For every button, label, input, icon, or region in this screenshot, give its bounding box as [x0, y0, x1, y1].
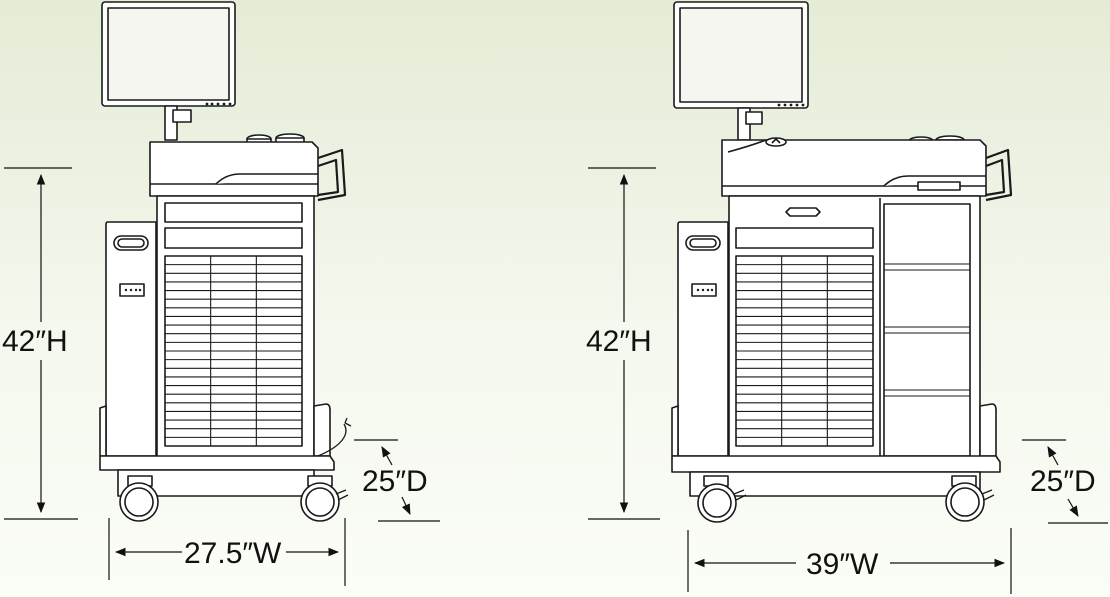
side-handle [985, 148, 1013, 202]
bumper-right [979, 403, 997, 457]
monitor [673, 1, 809, 109]
narrow-cart-dimensions [4, 167, 440, 586]
width-label: 39″W [806, 548, 879, 581]
bumper-left [99, 405, 107, 457]
wide-cart [671, 1, 1013, 523]
height-label: 42″H [586, 325, 652, 358]
main-cabinet [156, 195, 315, 459]
monitor-arm [164, 105, 192, 141]
side-storage-bin [677, 221, 729, 457]
cart-base [671, 455, 1001, 497]
monitor-arm [737, 107, 763, 141]
side-storage-bin [105, 221, 157, 457]
caster-right [945, 475, 995, 522]
side-drawer-column [883, 203, 971, 457]
width-label: 27.5″W [184, 537, 282, 570]
side-handle [317, 148, 347, 202]
caster-left [119, 475, 159, 522]
work-surface [721, 137, 987, 197]
wide-cart-dimensions [588, 167, 1108, 594]
work-surface [149, 141, 319, 197]
depth-label: 25″D [1030, 465, 1096, 498]
caster-right [300, 475, 349, 522]
monitor [101, 1, 236, 107]
depth-label: 25″D [362, 465, 428, 498]
bumper-right [313, 403, 331, 457]
height-label: 42″H [2, 325, 68, 358]
narrow-cart [99, 1, 352, 522]
main-cabinet [728, 195, 981, 459]
caster-left [697, 475, 747, 523]
drawer-pull [785, 207, 821, 217]
bumper-left [671, 405, 679, 457]
